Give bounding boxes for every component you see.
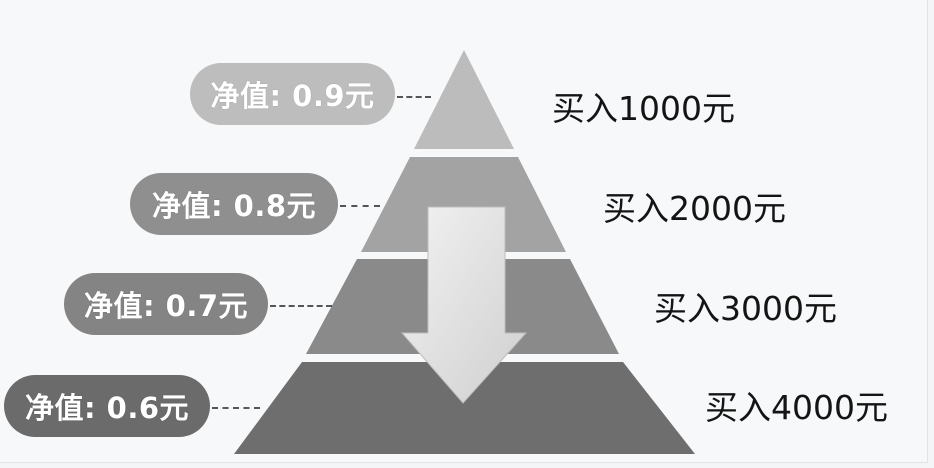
pyramid-level-2 — [361, 157, 566, 252]
buy-label-level-4: 买入4000元 — [705, 388, 888, 427]
nav-pill-level-2: 净值: 0.8元 — [130, 173, 338, 235]
buy-label-level-2: 买入2000元 — [603, 189, 786, 228]
connector-line-level-4 — [212, 407, 260, 409]
nav-pill-level-1: 净值: 0.9元 — [190, 63, 395, 125]
nav-pill-level-4: 净值: 0.6元 — [4, 375, 210, 437]
buy-label-level-1: 买入1000元 — [552, 89, 735, 128]
pyramid-level-1 — [414, 50, 514, 149]
connector-line-level-1 — [397, 96, 431, 98]
nav-pill-level-3: 净值: 0.7元 — [64, 273, 268, 335]
buy-label-level-3: 买入3000元 — [654, 289, 837, 328]
pyramid-level-4 — [234, 362, 695, 454]
arrow-down-icon — [400, 206, 528, 404]
connector-line-level-3 — [270, 305, 332, 307]
connector-line-level-2 — [340, 205, 380, 207]
